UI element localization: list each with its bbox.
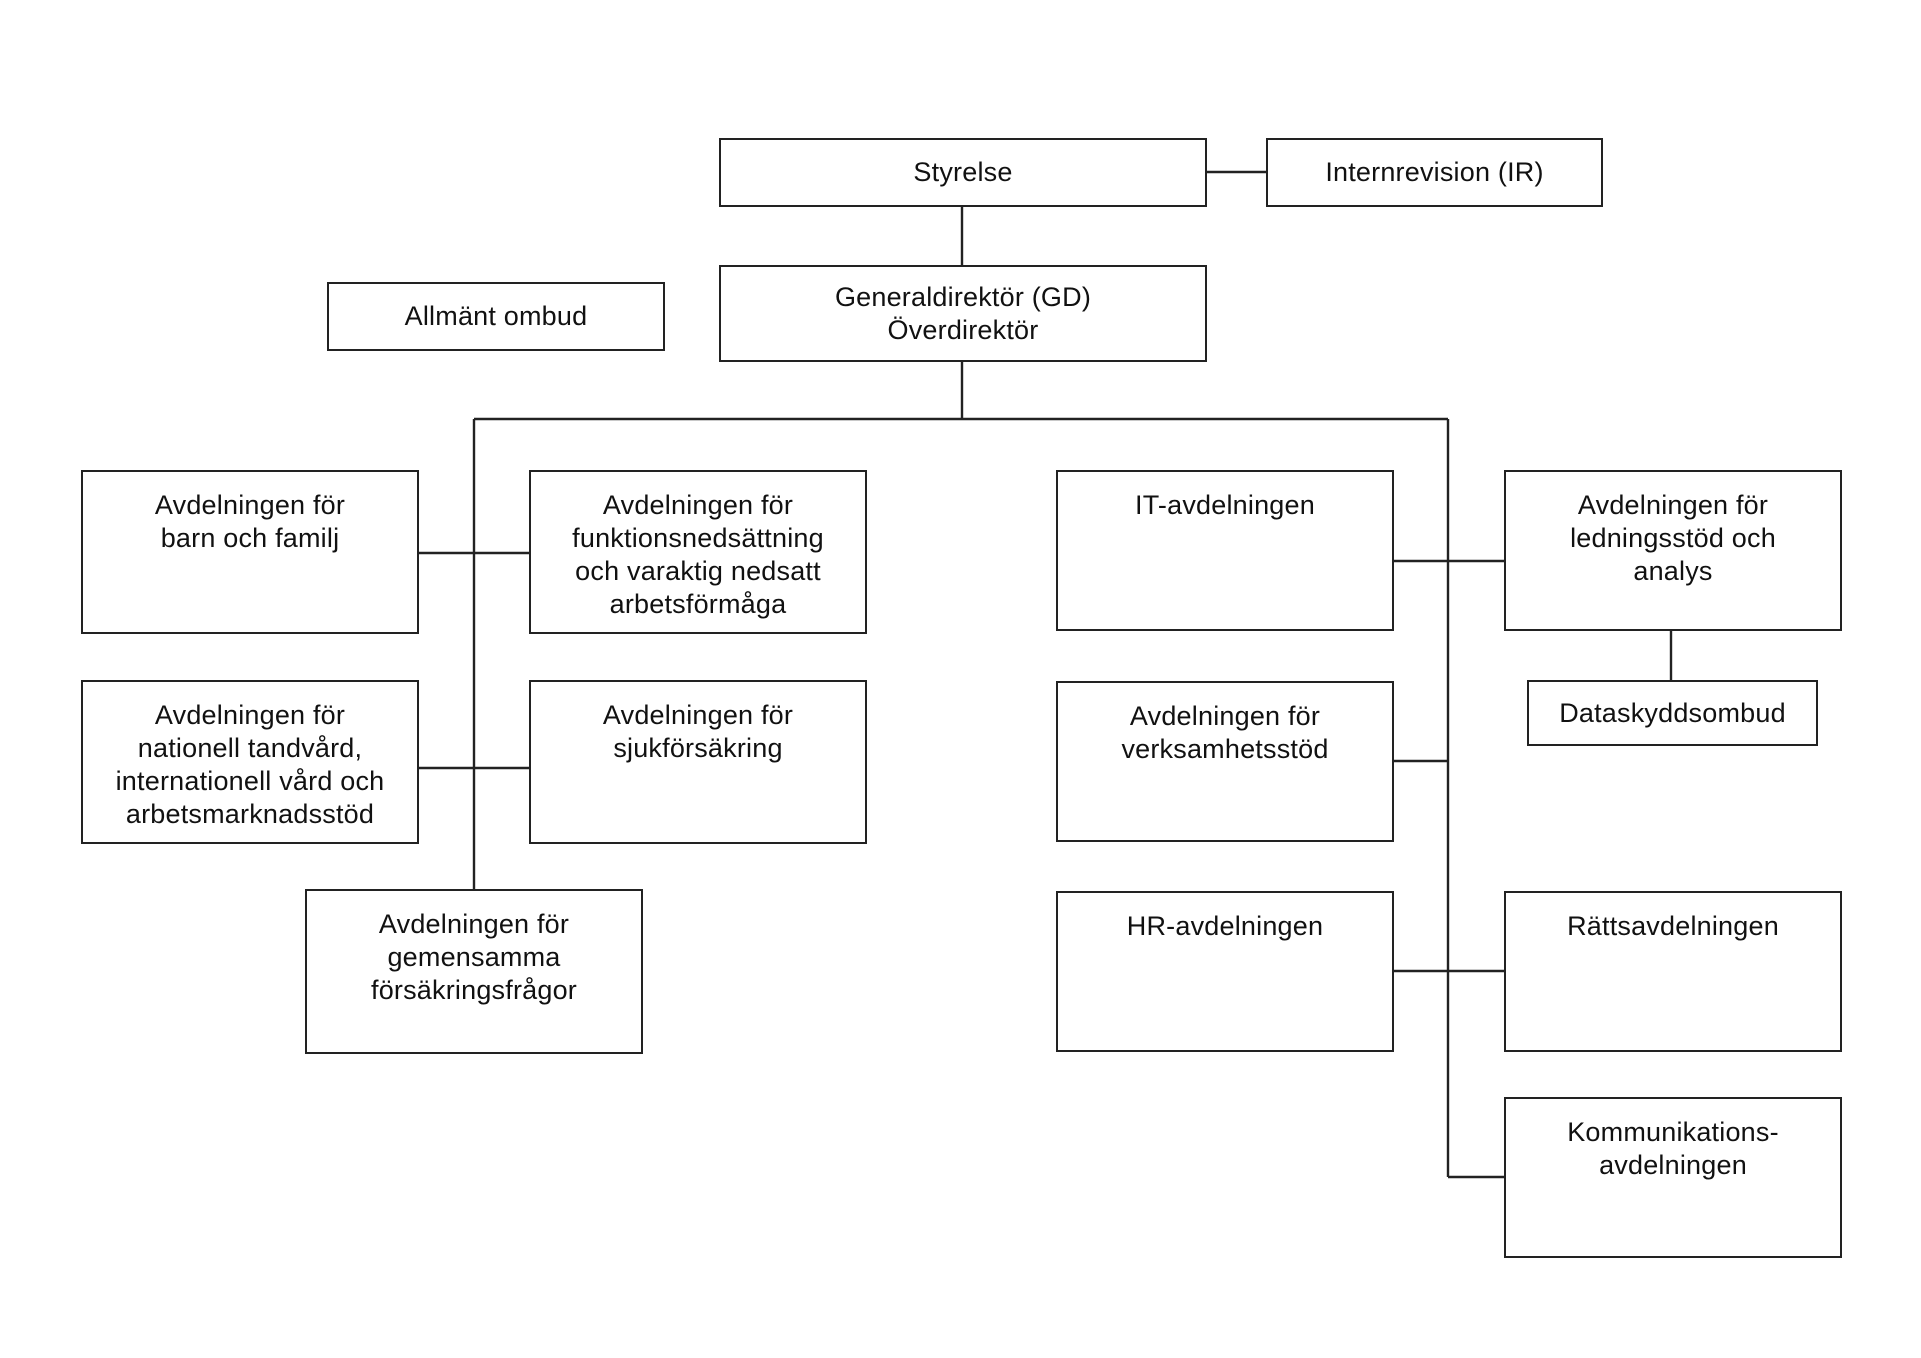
dept-funktionsnedsattning-line2: funktionsnedsättning [572,523,824,553]
dept-ledningsstod-box: Avdelningen för ledningsstöd och analys [1504,470,1842,631]
dept-kommunikation-box: Kommunikations- avdelningen [1504,1097,1842,1258]
dept-sjukforsakring-box: Avdelningen för sjukförsäkring [529,680,867,844]
dept-tandvard-line4: arbetsmarknadsstöd [125,799,375,829]
director-box: Generaldirektör (GD) Överdirektör [719,265,1207,362]
dept-ratt-box: Rättsavdelningen [1504,891,1842,1052]
director-title-line2: Överdirektör [887,314,1039,345]
dataskydd-label: Dataskyddsombud [1559,697,1786,728]
dept-tandvard-line2: nationell tandvård, [137,733,363,763]
dept-kommunikation-line1: Kommunikations- [1567,1117,1779,1147]
dept-verksamhetsstod-line1: Avdelningen för [1129,701,1321,731]
dept-tandvard-line1: Avdelningen för [154,700,346,730]
dept-tandvard-box: Avdelningen för nationell tandvård, inte… [81,680,419,844]
dept-funktionsnedsattning-line4: arbetsförmåga [609,589,787,619]
dept-kommunikation-line2: avdelningen [1599,1150,1747,1180]
board-label: Styrelse [913,157,1013,187]
board-box: Styrelse [719,138,1207,207]
dept-verksamhetsstod-line2: verksamhetsstöd [1121,734,1329,764]
dept-ledningsstod-line3: analys [1633,556,1713,586]
dept-barn-familj-box: Avdelningen för barn och familj [81,470,419,634]
ombud-label: Allmänt ombud [404,301,588,331]
internal-audit-box: Internrevision (IR) [1266,138,1603,207]
dept-ledningsstod-line1: Avdelningen för [1577,490,1769,520]
dept-ledningsstod-line2: ledningsstöd och [1570,523,1776,553]
dept-funktionsnedsattning-line1: Avdelningen för [602,490,794,520]
ombud-box: Allmänt ombud [327,282,665,351]
dept-gemensamma-box: Avdelningen för gemensamma försäkringsfr… [305,889,643,1054]
dept-verksamhetsstod-box: Avdelningen för verksamhetsstöd [1056,681,1394,842]
dept-funktionsnedsattning-line3: och varaktig nedsatt [575,556,821,586]
dept-gemensamma-line2: gemensamma [387,942,561,972]
dept-sjukforsakring-line2: sjukförsäkring [613,733,783,763]
dept-ratt-line1: Rättsavdelningen [1567,911,1779,941]
dept-funktionsnedsattning-box: Avdelningen för funktionsnedsättning och… [529,470,867,634]
dept-sjukforsakring-line1: Avdelningen för [602,700,794,730]
dept-hr-line1: HR-avdelningen [1126,911,1324,941]
dept-hr-box: HR-avdelningen [1056,891,1394,1052]
dept-barn-familj-line2: barn och familj [160,523,340,553]
internal-audit-label: Internrevision (IR) [1325,157,1544,187]
dept-it-line1: IT-avdelningen [1135,490,1315,520]
director-title-line1: Generaldirektör (GD) [834,281,1092,312]
dept-barn-familj-line1: Avdelningen för [154,490,346,520]
dept-it-box: IT-avdelningen [1056,470,1394,631]
dept-tandvard-line3: internationell vård och [115,766,385,796]
dataskydd-box: Dataskyddsombud [1527,680,1818,746]
dept-gemensamma-line3: försäkringsfrågor [371,975,577,1005]
dept-gemensamma-line1: Avdelningen för [378,909,570,939]
